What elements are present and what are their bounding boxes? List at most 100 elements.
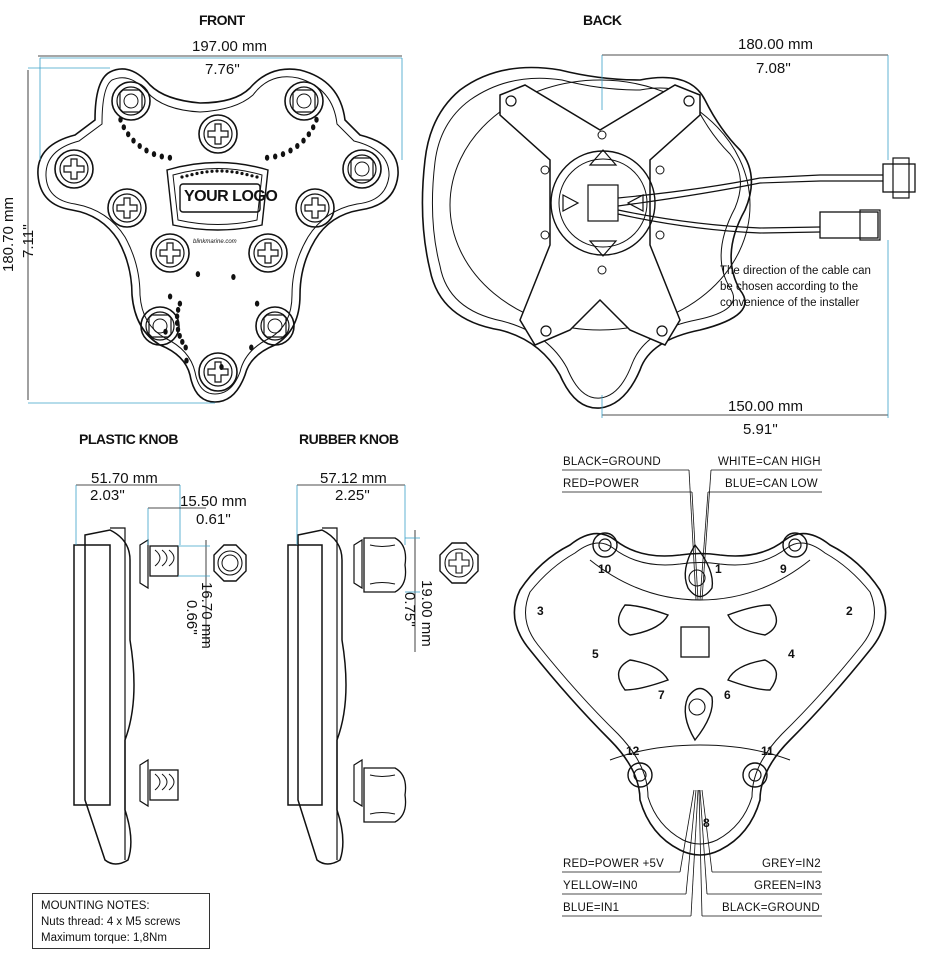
pin-9: 9 (780, 562, 787, 576)
plastic-knob-len-mm: 15.50 mm (180, 493, 247, 510)
back-view (421, 54, 916, 418)
wire-red-power: RED=POWER (563, 478, 640, 490)
logo-led-dot (185, 174, 189, 178)
led-indicator (306, 131, 311, 138)
led-indicator (167, 293, 173, 300)
mounting-notes-line1: Nuts thread: 4 x M5 screws (41, 916, 181, 928)
rubber-knob-side (287, 484, 479, 865)
led-indicator (174, 320, 180, 326)
led-indicator (131, 137, 136, 144)
wire-blue-in1: BLUE=IN1 (563, 902, 620, 914)
wire-grey-in2: GREY=IN2 (762, 858, 821, 870)
plastic-knob-dia-mm: 16.70 mm (198, 582, 215, 649)
logo-led-dot (235, 170, 239, 175)
pin-6: 6 (724, 688, 731, 702)
led-indicator (163, 328, 168, 335)
led-indicator (180, 338, 185, 345)
plastic-depth-in: 2.03'' (90, 487, 125, 504)
rubber-knob-title: RUBBER KNOB (299, 431, 399, 447)
mounting-notes: MOUNTING NOTES: Nuts thread: 4 x M5 scre… (32, 893, 210, 949)
wire-black-ground-top: BLACK=GROUND (563, 456, 661, 468)
logo-led-dot (250, 174, 254, 178)
pin-4: 4 (788, 647, 795, 661)
plastic-knob-side (73, 484, 247, 865)
logo-led-dot (225, 169, 229, 173)
pin-3: 3 (537, 604, 544, 618)
cable-note-line1: The direction of the cable can (720, 265, 871, 277)
back-width-mm: 180.00 mm (738, 36, 814, 53)
led-indicator (280, 151, 286, 158)
led-indicator (118, 116, 123, 123)
front-width-in: 7.76'' (205, 61, 240, 78)
logo-led-dot (215, 169, 219, 173)
plastic-knob-dia-in: 0.66'' (183, 600, 200, 635)
pin-2: 2 (846, 604, 853, 618)
led-indicator (159, 153, 164, 160)
pin-11: 11 (761, 744, 774, 758)
back-bottom-in: 5.91'' (743, 421, 778, 438)
led-indicator (288, 147, 293, 154)
pin-7: 7 (658, 688, 665, 702)
wire-black-ground-bottom: BLACK=GROUND (722, 902, 820, 914)
back-bottom-mm: 150.00 mm (728, 398, 804, 415)
wire-yellow-in0: YELLOW=IN0 (563, 880, 638, 892)
pin-8: 8 (703, 816, 710, 830)
led-indicator (264, 154, 270, 161)
led-indicator (219, 364, 224, 370)
pin-1: 1 (715, 562, 722, 576)
plastic-knob-title: PLASTIC KNOB (79, 431, 179, 447)
led-indicator (231, 274, 236, 280)
pin-10: 10 (598, 562, 612, 576)
led-indicator (177, 332, 182, 339)
logo-led-dot (245, 173, 249, 177)
pin-5: 5 (592, 647, 599, 661)
front-height-in: 7.11'' (20, 224, 37, 258)
rubber-depth-mm: 57.12 mm (320, 470, 387, 487)
front-title: FRONT (199, 12, 245, 28)
back-width-in: 7.08'' (756, 60, 791, 77)
led-indicator (184, 357, 189, 364)
mounting-notes-line2: Maximum torque: 1,8Nm (41, 932, 167, 944)
led-indicator (144, 147, 149, 154)
rubber-knob-dia-mm: 19.00 mm (418, 580, 435, 647)
led-indicator (311, 124, 316, 131)
front-outline (37, 68, 399, 403)
logo-led-dot (240, 171, 244, 176)
logo-led-dot (190, 173, 194, 177)
plastic-depth-mm: 51.70 mm (91, 470, 158, 487)
wire-green-in3: GREEN=IN3 (754, 880, 822, 892)
wire-blue-can-low: BLUE=CAN LOW (725, 478, 818, 490)
led-indicator (273, 153, 278, 160)
wire-white-can-high: WHITE=CAN HIGH (718, 456, 821, 468)
cable-note-line2: be chosen according to the (720, 281, 859, 293)
front-height-mm: 180.70 mm (0, 196, 17, 272)
led-indicator (314, 116, 319, 123)
wiring-view (513, 469, 887, 917)
wire-red-power-5v: RED=POWER +5V (563, 858, 665, 870)
logo-led-dot (205, 170, 209, 174)
plastic-knob-len-in: 0.61'' (196, 511, 231, 528)
rubber-depth-in: 2.25'' (335, 487, 370, 504)
front-width-mm: 197.00 mm (192, 38, 268, 55)
cable-note-line3: convenience of the installer (720, 297, 860, 309)
led-indicator (151, 151, 157, 158)
logo-led-dot (210, 169, 214, 173)
rubber-knob-dia-in: 0.75'' (401, 592, 418, 627)
led-indicator (177, 300, 183, 307)
back-title: BACK (583, 12, 622, 28)
led-indicator (254, 300, 260, 307)
led-indicator (195, 271, 201, 278)
led-indicator (167, 154, 173, 161)
led-indicator (301, 137, 306, 144)
led-indicator (174, 313, 180, 320)
logo-led-dot (180, 175, 184, 179)
led-indicator (249, 344, 254, 351)
led-indicator (121, 124, 127, 131)
led-indicator (175, 326, 181, 333)
logo-text: YOUR LOGO (184, 188, 278, 205)
logo-led-dot (200, 170, 204, 175)
logo-led-dot (230, 170, 234, 174)
logo-led-dot (220, 169, 224, 173)
